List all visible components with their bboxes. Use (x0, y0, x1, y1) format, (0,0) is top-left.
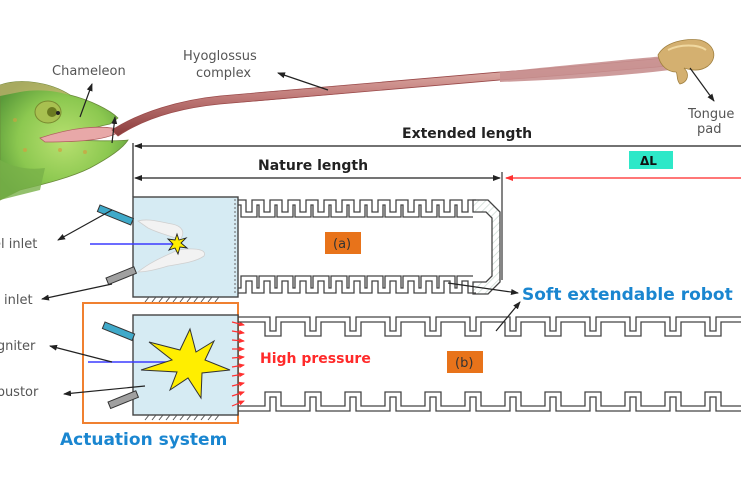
spark-icon (166, 232, 189, 256)
delta-l-badge (629, 151, 673, 169)
robot-state-a: (a) (90, 196, 501, 303)
ground-hatch-a (144, 296, 220, 303)
fuel-cloud-lower (136, 248, 205, 273)
state-b-badge (447, 351, 483, 373)
tongue-pad-label-line1: Tongue (687, 107, 734, 122)
combustor-pointer (63, 385, 146, 397)
fuel-inlet-pointer (57, 209, 113, 241)
bellows-upper-a (238, 199, 476, 213)
bellows-upper-b (238, 316, 741, 332)
tongue-pad-pointer (689, 67, 715, 102)
nature-length-label: Nature length (258, 158, 368, 174)
combustor-label: Combustor (0, 385, 39, 400)
bellows-lower-a (238, 280, 476, 294)
actuation-system-label: Actuation system (60, 430, 227, 450)
chameleon-pointer (79, 83, 93, 118)
mouth-pointer (111, 116, 118, 144)
air-inlet-pointer (41, 283, 113, 301)
fuel-inlet-pipe-b (101, 321, 136, 342)
state-a-badge (325, 232, 361, 254)
air-inlet-pipe-b (107, 390, 140, 410)
tongue-pad-label-line2: pad (697, 122, 721, 137)
explosion-icon (140, 327, 231, 400)
pressure-arrows (231, 321, 245, 407)
soft-robot-pointer-b (495, 301, 521, 332)
tongue-image (111, 39, 715, 137)
soft-robot-pointer-a (447, 282, 519, 295)
air-inlet-label: Air inlet (0, 293, 33, 308)
bellows-lower-b (238, 396, 741, 412)
delta-l-label: ΔL (640, 154, 657, 168)
chameleon-image (0, 81, 129, 201)
chameleon-label: Chameleon (52, 64, 126, 79)
fuel-inlet-pipe-a (96, 204, 135, 226)
state-a-label: (a) (333, 237, 351, 252)
igniter-label: Igniter (0, 339, 36, 354)
state-b-label: (b) (455, 356, 473, 371)
hyoglossus-label-line2: complex (196, 66, 251, 81)
soft-robot-label: Soft extendable robot (522, 285, 733, 305)
fuel-cloud-upper (137, 219, 184, 241)
extended-length-label: Extended length (402, 126, 532, 142)
igniter-pointer (49, 344, 113, 363)
high-pressure-label: High pressure (260, 351, 371, 367)
hyoglossus-pointer (277, 72, 329, 91)
hyoglossus-label-line1: Hyoglossus (183, 49, 257, 64)
ground-hatch-b (144, 414, 220, 421)
fuel-inlet-label: Fuel inlet (0, 237, 37, 252)
tip-cap-a (472, 199, 501, 295)
air-inlet-pipe-a (105, 266, 138, 286)
robot-state-b: High pressure (b) (82, 302, 741, 424)
